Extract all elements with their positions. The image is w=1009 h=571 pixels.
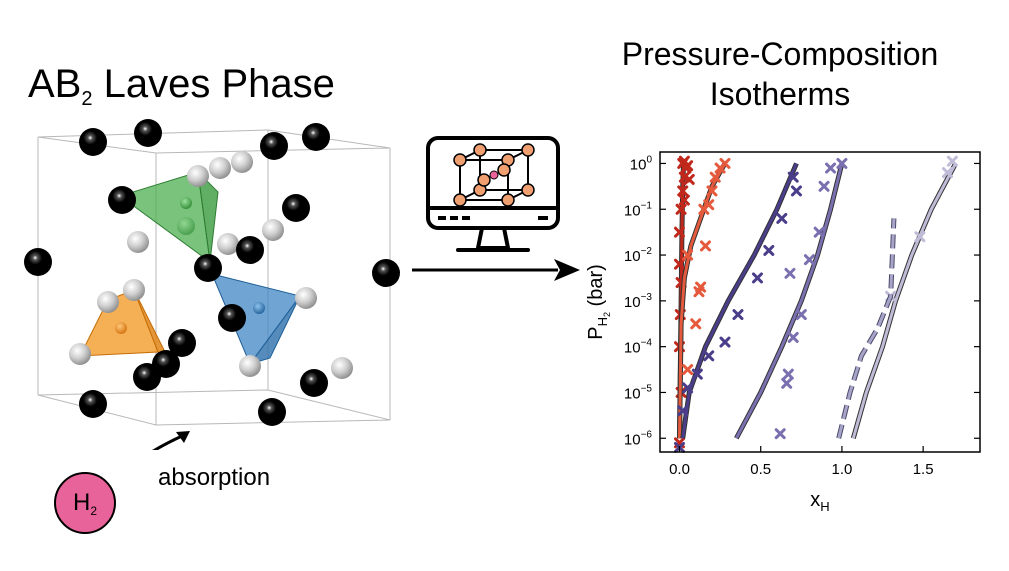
series-3-point-0 [774,428,786,440]
series-4-point-3 [946,155,958,167]
series-4-line-outline [850,162,958,439]
absorption-label: absorption [158,464,271,491]
series-3-point-7 [818,180,830,192]
right-title: Pressure-Composition Isotherms [560,34,1000,114]
series-2-point-9 [776,212,788,224]
series-3-line-outline [734,162,845,440]
series-2-point-2 [682,382,694,394]
series-1-line [677,162,727,439]
series-3-point-6 [813,226,825,238]
series-2-point-11 [790,185,802,197]
series-1-point-1 [690,318,702,330]
orange-tetrahedron [79,289,170,360]
series-0-point-14 [682,160,694,172]
series-3-point-5 [803,254,815,266]
y-tick-label-4: 10−4 [624,338,653,357]
computer-icon [426,136,560,252]
series-1-point-4 [699,240,711,252]
h2-molecule: H2 [54,472,116,534]
series-1-point-0 [682,364,694,376]
series-4-point-1 [914,231,926,243]
y-tick-label-5: 10−5 [624,383,653,402]
plot-frame [659,151,981,453]
series-0-point-9 [678,194,690,206]
left-title: AB2 Laves Phase [28,62,335,110]
x-tick-label-0: 0.0 [669,461,690,478]
crystal-structure [24,119,400,450]
series-1-point-7 [709,171,721,183]
series-0-point-6 [673,226,685,238]
b-site-atoms [69,151,353,379]
series-3-point-8 [825,162,837,174]
series-0-point-15 [683,173,695,185]
y-tick-label-6: 10−6 [624,429,653,448]
series-1-point-6 [706,185,718,197]
series-2-point-7 [751,272,763,284]
series-2-point-5 [719,336,731,348]
series-4-point-2 [942,167,954,179]
series-0-point-12 [677,185,689,197]
series-2-point-10 [787,171,799,183]
y-tick-label-1: 10−1 [624,200,653,219]
a-site-atoms [24,119,400,426]
flow-arrow [412,259,580,281]
right-title-line1: Pressure-Composition [621,36,939,72]
series-5-line [837,218,896,439]
y-tick-label-0: 100 [630,154,653,173]
x-axis-label: xH [810,489,829,514]
series-2-point-3 [691,368,703,380]
x-tick-label-2: 1.0 [831,461,852,478]
series-3-point-10 [795,309,807,321]
series-2-point-6 [732,309,744,321]
y-tick-label-2: 10−2 [624,246,653,265]
x-tick-label-1: 0.5 [750,461,771,478]
series-2-point-8 [763,244,775,256]
series-1-point-10 [703,199,715,211]
absorption-arrowhead [176,431,190,443]
series-3-point-9 [836,157,848,169]
series-4-line [851,162,957,439]
x-tick-label-3: 1.5 [913,461,934,478]
right-title-line2: Isotherms [709,76,851,112]
series-3-line [735,163,844,439]
y-tick-label-3: 10−3 [624,292,653,311]
series-1-point-11 [682,249,694,261]
series-2-line [681,162,798,439]
series-3-point-1 [781,377,793,389]
series-2-point-4 [703,350,715,362]
series-3-point-3 [787,331,799,343]
series-1-point-3 [695,281,707,293]
series-3-point-4 [784,267,796,279]
series-3-point-2 [782,368,794,380]
series-1-point-9 [719,157,731,169]
y-axis-label: PH2 (bar) [585,264,612,340]
series-2-point-1 [677,405,689,417]
series-0-point-3 [675,203,687,215]
green-tetrahedron [118,170,219,264]
series-0-point-2 [673,258,685,270]
absorption-arrow [152,434,183,450]
